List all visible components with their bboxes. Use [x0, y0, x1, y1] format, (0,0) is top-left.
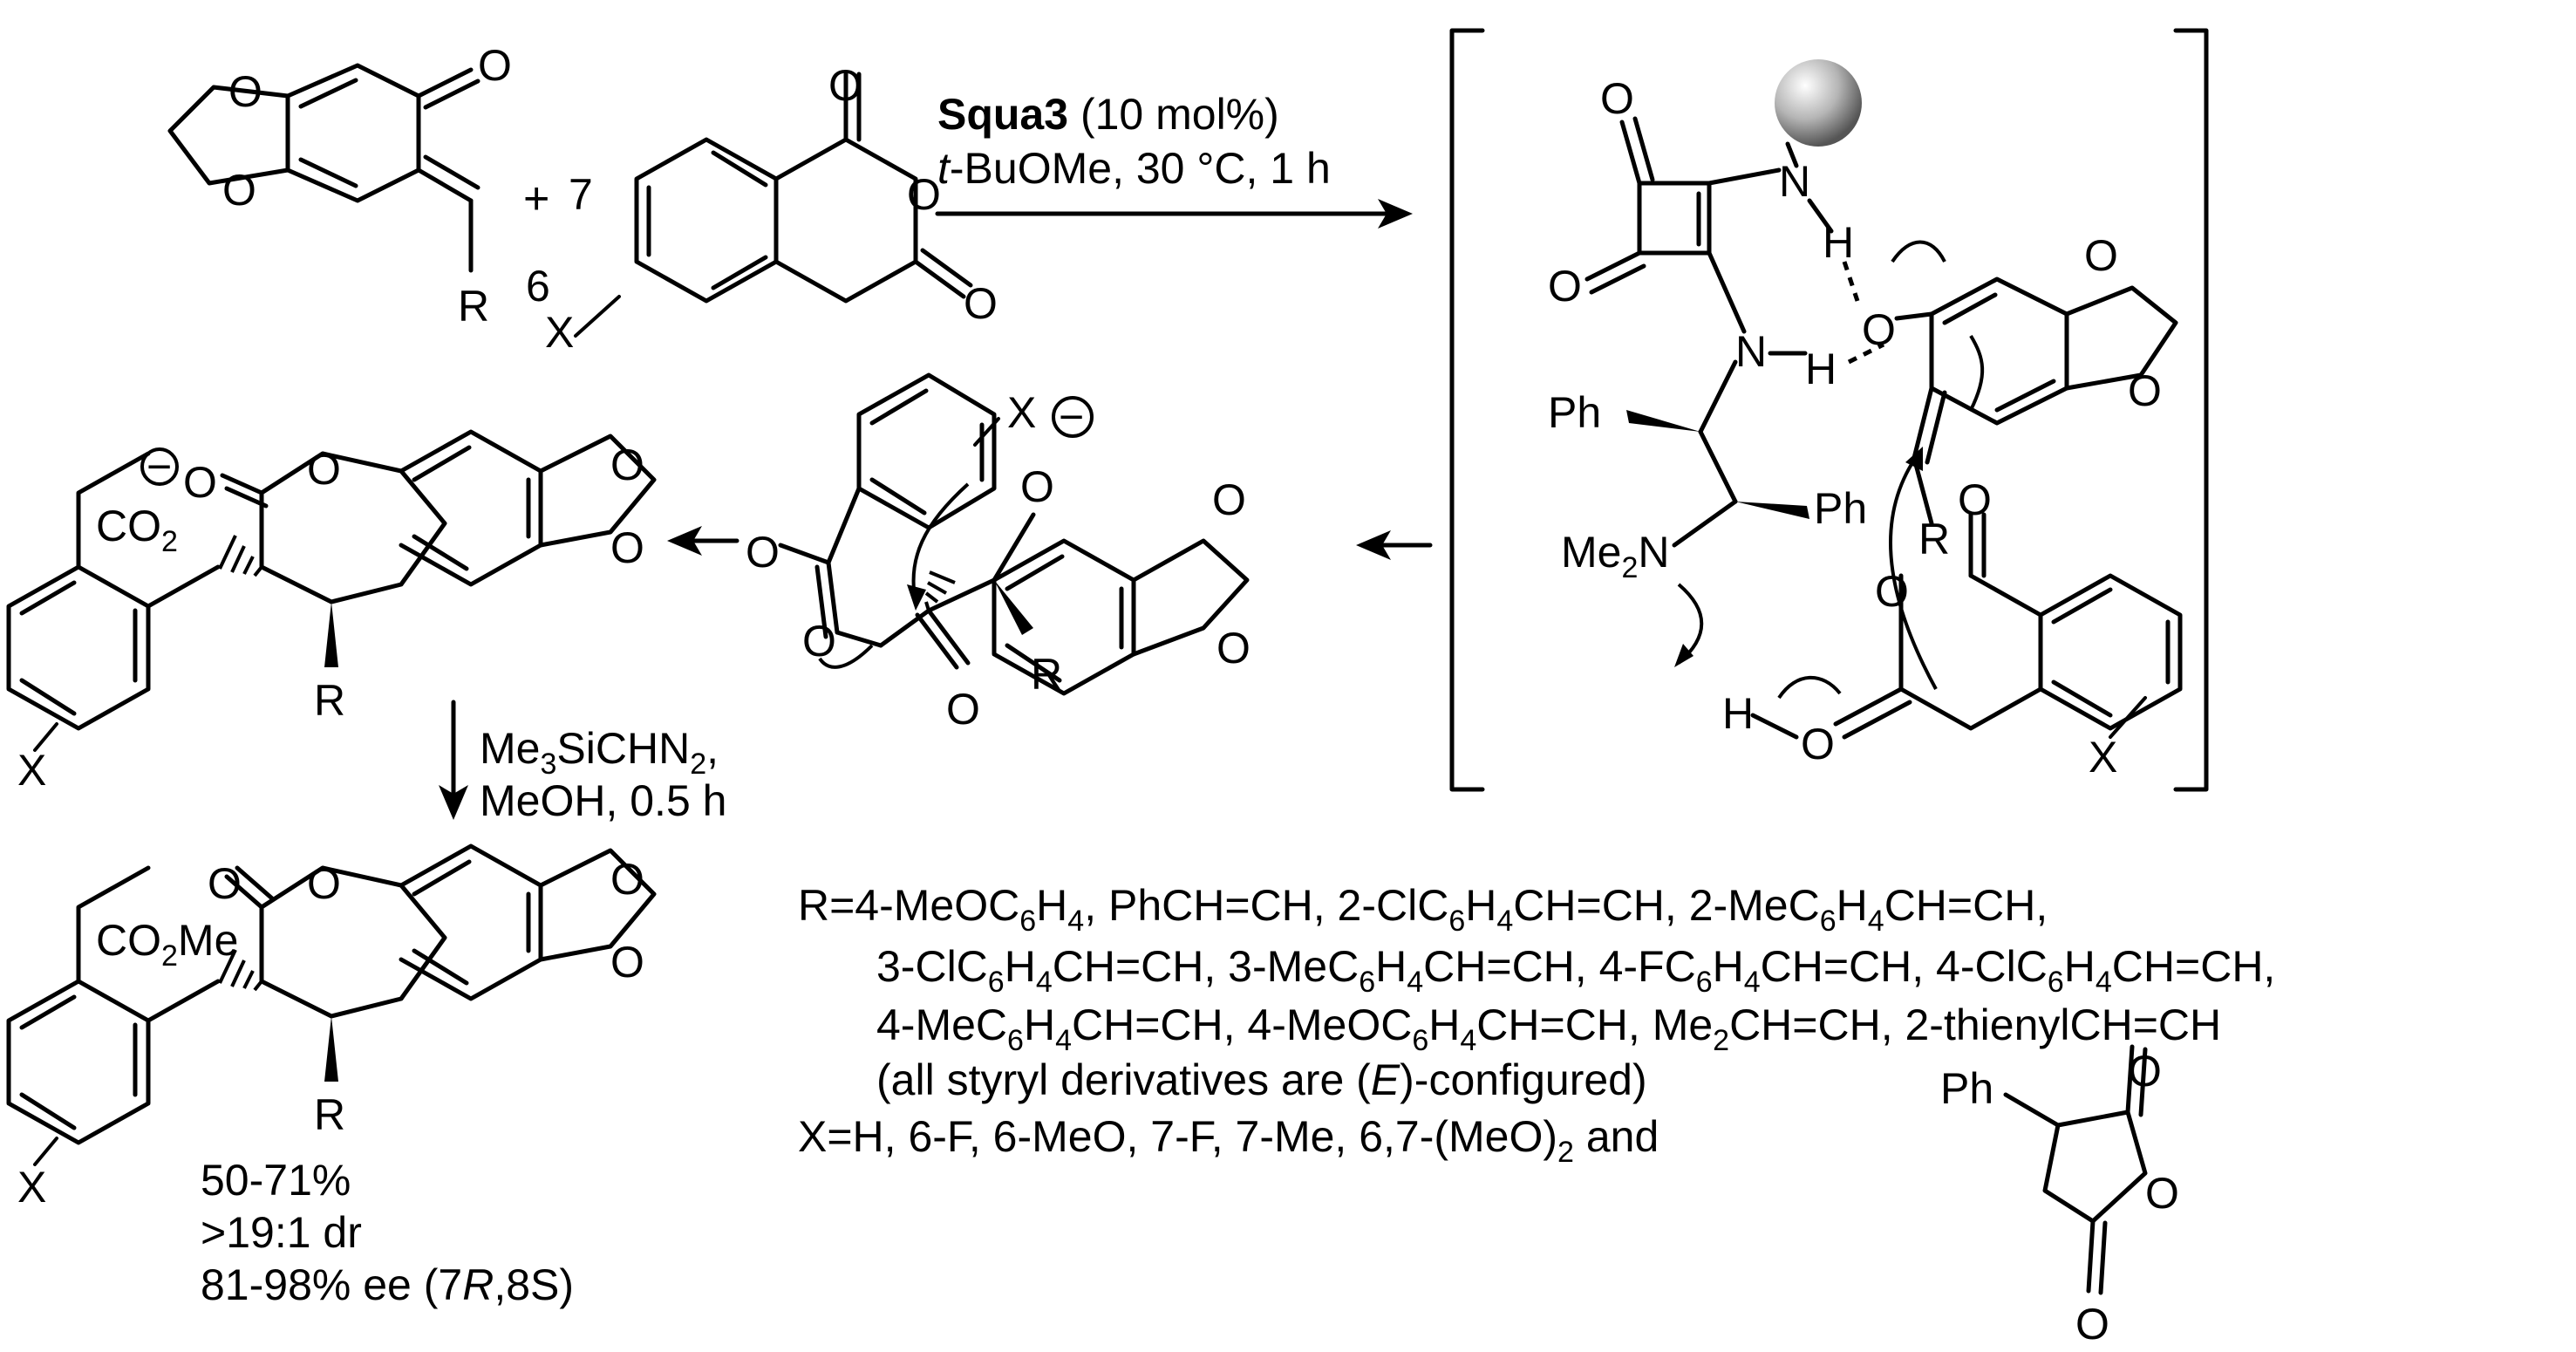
results-block: 50-71% >19:1 dr 81-98% ee (7R,8S) — [201, 1156, 574, 1309]
phenyl-label: Ph — [1940, 1064, 1993, 1113]
oxygen-label: O — [1216, 624, 1251, 673]
anion-charge-circle — [140, 447, 179, 486]
carbonyl-oxygen-label: O — [946, 685, 980, 734]
r-group-label: R — [1918, 515, 1950, 563]
oxygen-label: O — [610, 855, 644, 904]
r-group-label: R — [314, 676, 345, 725]
michael-adduct-intermediate: X − O O O R O O O — [746, 372, 1251, 734]
methylation-conditions: MeOH, 0.5 h — [480, 776, 726, 825]
position-6-label: 6 — [526, 262, 550, 311]
anion-charge-circle — [1052, 396, 1094, 438]
oxygen-label: O — [1212, 475, 1246, 524]
ring-oxygen-label: O — [907, 170, 941, 219]
x-substituent-label: X — [17, 1163, 46, 1212]
position-7-label: 7 — [569, 170, 593, 219]
svg-text:X=H, 6-F, 6-MeO, 7-F, 7-Me, 6,: X=H, 6-F, 6-MeO, 7-F, 7-Me, 6,7-(MeO)2 a… — [798, 1112, 1659, 1169]
carbonyl-oxygen-label: O — [208, 859, 242, 908]
carbonyl-oxygen-label: O — [828, 61, 862, 110]
methyl-ester-product: O O O O R CO2Me X — [6, 843, 657, 1212]
polymer-support-bead — [1775, 59, 1862, 147]
svg-text:t-BuOMe, 30 °C, 1 h: t-BuOMe, 30 °C, 1 h — [937, 144, 1331, 193]
carbonyl-oxygen-label: O — [183, 458, 217, 507]
r-group-label: R — [458, 282, 489, 331]
hydrogen-label: H — [1805, 345, 1837, 393]
solvent-conditions: -BuOMe, 30 °C, 1 h — [950, 144, 1331, 193]
homophthalic-anhydride-reactant: O O O 7 6 X — [526, 61, 998, 357]
oxygen-label: O — [2128, 366, 2162, 415]
hydrogen-bonded-oxygen-label: O — [1862, 305, 1896, 354]
styryl-note: (all styryl derivatives are (E)-configur… — [876, 1055, 1647, 1104]
carbonyl-oxygen-label: O — [2075, 1300, 2109, 1349]
yield-text: 50-71% — [201, 1156, 351, 1205]
svg-text:R=4-MeOC6H4, PhCH=CH, 2-ClC6H4: R=4-MeOC6H4, PhCH=CH, 2-ClC6H4CH=CH, 2-M… — [798, 881, 2048, 938]
oxygen-label: O — [1600, 74, 1634, 123]
oxygen-label: O — [228, 67, 262, 116]
carbonyl-oxygen-label: O — [2128, 1047, 2162, 1096]
dr-text: >19:1 dr — [201, 1208, 362, 1257]
x-substituent-label: X — [2089, 733, 2117, 782]
solvent-t-label: t — [937, 144, 951, 193]
enol-oxygen-label: O — [1801, 720, 1835, 768]
plus-sign: + — [523, 174, 549, 224]
oxygen-label: O — [610, 938, 644, 987]
svg-text:4-MeC6H4CH=CH, 4-MeOC6H4CH=CH,: 4-MeC6H4CH=CH, 4-MeOC6H4CH=CH, Me2CH=CH,… — [876, 1000, 2221, 1057]
dimethylamino-label: Me2N — [1561, 528, 1670, 584]
oxygen-label: O — [802, 617, 836, 666]
oxygen-label: O — [1548, 262, 1582, 311]
carbonyl-oxygen-label: O — [1958, 475, 1992, 524]
oxygen-label: O — [610, 523, 644, 572]
dihydrocoumarin-carboxylate: − O O O O R CO2 X — [6, 429, 657, 795]
svg-text:Me3SiCHN2,: Me3SiCHN2, — [480, 724, 719, 781]
svg-text:Squa3 (10 mol%): Squa3 (10 mol%) — [937, 90, 1279, 139]
phenyl-label: Ph — [1548, 388, 1601, 437]
r-group-label: R — [314, 1090, 345, 1139]
lactone-oxygen-label: O — [307, 445, 341, 494]
ee-text: 81-98% ee (7R,8S) — [201, 1260, 574, 1309]
transition-state-complex: O O N H N H O Ph Ph Me2N O O R — [1548, 59, 2183, 782]
intermediate-arrow — [1356, 530, 1433, 560]
lactone-oxygen-label: O — [307, 859, 341, 908]
phenyl-label: Ph — [1814, 484, 1867, 533]
x-substituent-label: X — [1007, 388, 1036, 437]
svg-text:3-ClC6H4CH=CH, 3-MeC6H4CH=CH,: 3-ClC6H4CH=CH, 3-MeC6H4CH=CH, 4-FC6H4CH=… — [876, 942, 2275, 999]
x-substituent-label: X — [17, 746, 46, 795]
phenoxide-oxygen-label: O — [1020, 462, 1054, 511]
cyclization-arrow — [667, 526, 739, 556]
oxygen-label: O — [2084, 231, 2118, 280]
hydrogen-label: H — [1722, 689, 1754, 738]
phenylsuccinic-anhydride: Ph O O O — [1940, 1044, 2179, 1349]
nh-nitrogen-label: N — [1735, 327, 1767, 376]
ring-oxygen-label: O — [2145, 1169, 2179, 1218]
oxygen-label: O — [222, 166, 256, 215]
catalyst-loading: (10 mol%) — [1068, 90, 1279, 139]
oxygen-label: O — [610, 440, 644, 489]
quinone-methide-reactant: O O O R — [167, 41, 512, 331]
x-substituent-label: X — [545, 308, 574, 357]
anion-charge-sign: − — [1059, 393, 1084, 441]
transition-state-bracket — [1449, 28, 2209, 792]
oxygen-label: O — [746, 528, 780, 577]
anion-charge-sign: − — [147, 442, 172, 491]
methyl-ester-label: CO2Me — [96, 916, 238, 973]
catalyst-label: Squa3 — [937, 90, 1068, 139]
methylation-step: Me3SiCHN2, MeOH, 0.5 h — [439, 700, 726, 825]
forward-arrow-head — [1378, 199, 1413, 229]
hydrogen-label: H — [1823, 218, 1854, 267]
carboxylate-label: CO2 — [96, 502, 178, 558]
substrate-scope: R=4-MeOC6H4, PhCH=CH, 2-ClC6H4CH=CH, 2-M… — [798, 881, 2275, 1169]
reaction-conditions: Squa3 (10 mol%) t-BuOMe, 30 °C, 1 h — [935, 90, 1413, 229]
carbonyl-oxygen-label: O — [478, 41, 512, 90]
carbonyl-oxygen-label: O — [964, 279, 998, 328]
